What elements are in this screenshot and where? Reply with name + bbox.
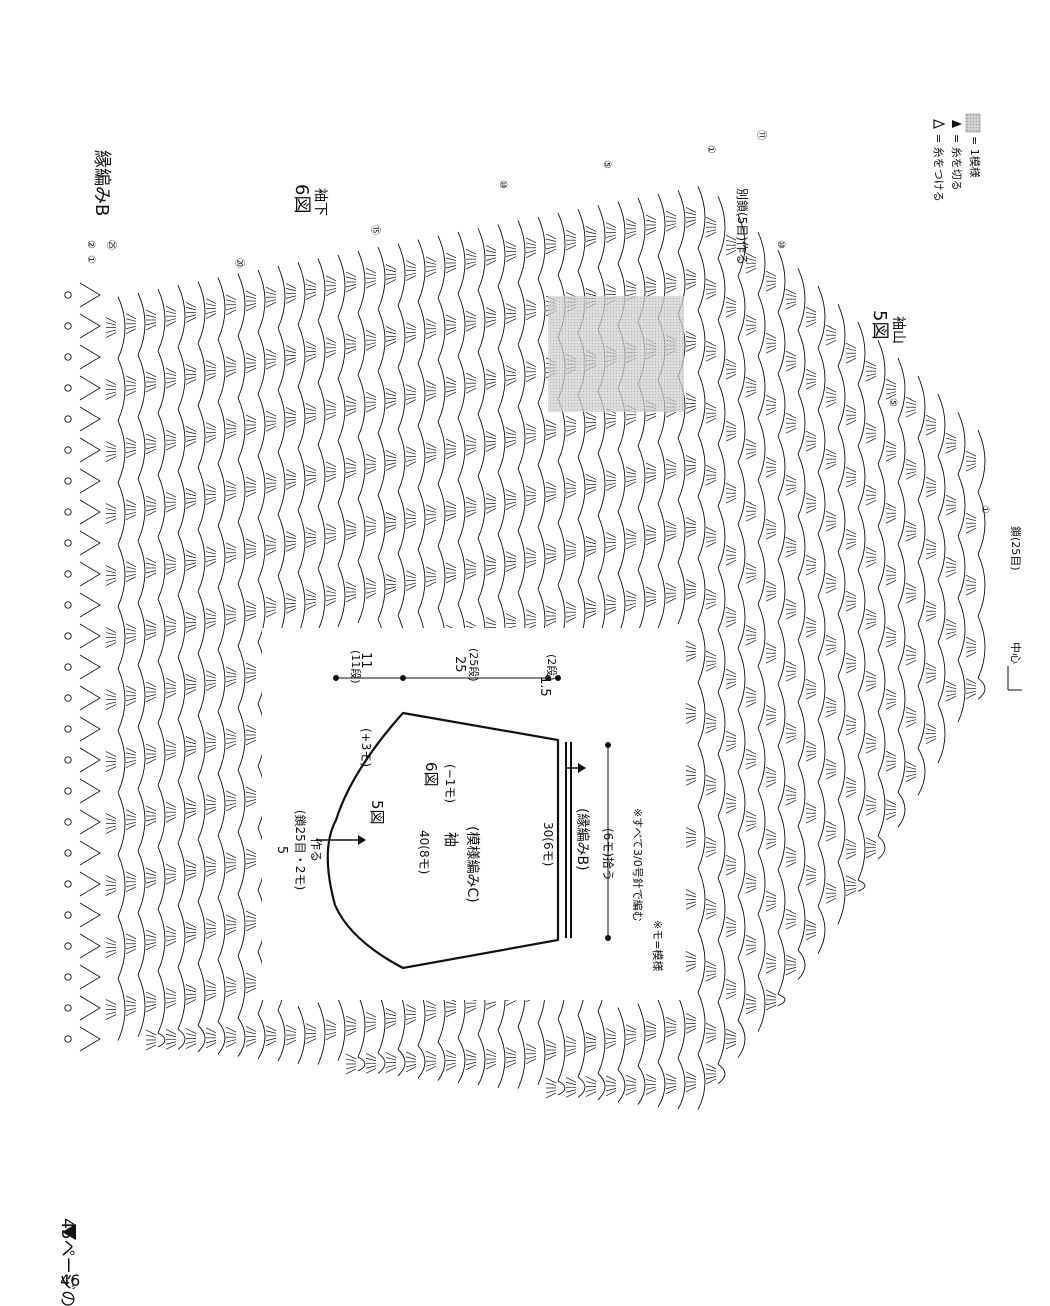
legend-attach: = 糸をつける: [932, 134, 945, 202]
figure-6-label: 6図: [291, 184, 312, 213]
legend-cut: = 糸を切る: [950, 134, 963, 191]
row-marker: ①: [705, 145, 716, 154]
repeat-shade: [548, 296, 684, 412]
page-number: 46: [60, 1271, 80, 1290]
plus3-label: (+3モ): [359, 728, 373, 767]
figure-6-caption: 袖下: [312, 188, 328, 216]
center-title: 袖: [442, 832, 460, 847]
legend: = 糸をつける = 糸を切る = 1模様: [932, 113, 982, 202]
rows-25: 25: [452, 656, 467, 673]
chain-center-label: 鎖(25目): [1009, 526, 1023, 571]
row-marker: ⑤: [601, 160, 612, 169]
chain-made-label: 別鎖(5目)作る: [735, 188, 750, 265]
rows-2b: (2段): [545, 654, 559, 681]
rows-15: 1.5: [537, 676, 552, 697]
row-marker: ⑮: [369, 225, 381, 235]
top-make: 作る: [309, 838, 323, 862]
schematic-panel: [262, 628, 686, 1000]
cut-icon: [952, 120, 962, 128]
note-2: ※モ=模様: [651, 920, 665, 971]
edging-b-label: 縁編みB: [91, 150, 112, 216]
row-marker: ⑩: [775, 240, 786, 249]
center-sub: (模様編みC): [464, 826, 480, 903]
sleeve-schematic: [316, 675, 611, 970]
dim-dot-d: [400, 675, 406, 681]
schematic-labels: 5 (鎖25目・2モ) 作る (+3モ) 5図 6図 (−1モ) 40(8モ) …: [274, 648, 665, 971]
row-marker: ①: [979, 505, 990, 514]
continuation-text: 45ページの続き: [57, 1218, 77, 1306]
make-arrow-head: [358, 835, 366, 845]
row-marker: ⑤: [887, 398, 898, 407]
figure-5-caption: 袖山: [890, 316, 906, 344]
left-width: 40(8モ): [417, 830, 431, 874]
edging-label: (縁編みB): [574, 808, 590, 871]
row-marker: ⑳: [233, 258, 245, 268]
continuation-marker: [62, 1224, 76, 1240]
rows-11b: (11段): [349, 650, 363, 684]
row-marker: ⑪: [755, 130, 767, 140]
row-marker: ㉕: [105, 240, 117, 250]
row-marker: ①: [85, 255, 96, 264]
legend-repeat: = 1模様: [968, 136, 982, 178]
figure-5-label: 5図: [869, 310, 890, 339]
minus1-label: (−1モ): [443, 764, 457, 803]
row-marker: ②: [85, 240, 96, 249]
pickup-label: (6モ)拾う: [601, 828, 616, 881]
dim-dot-b: [605, 935, 611, 941]
dim-dot-e: [545, 675, 551, 681]
repeat-icon: [965, 113, 981, 133]
center-label: 中心: [1009, 642, 1022, 664]
rows-25b: (25段): [467, 648, 481, 682]
top-width: 5: [274, 846, 289, 854]
note-1: ※すべて3/0号針で編む: [631, 808, 645, 922]
attach-icon: [933, 119, 946, 129]
row-marker: ⑩: [497, 180, 508, 189]
rows-11: 11: [358, 652, 373, 669]
dim-dot-a: [605, 742, 611, 748]
sleeve-outline: [326, 711, 560, 970]
pickup-arrow-head: [578, 763, 586, 773]
right-width: 30(6モ): [541, 822, 555, 866]
dim-dot-c: [333, 675, 339, 681]
dim-dot-f: [555, 675, 561, 681]
fig6-label: 6図: [422, 762, 440, 787]
fig5-label: 5図: [368, 800, 386, 825]
top-sub: (鎖25目・2モ): [293, 810, 308, 890]
